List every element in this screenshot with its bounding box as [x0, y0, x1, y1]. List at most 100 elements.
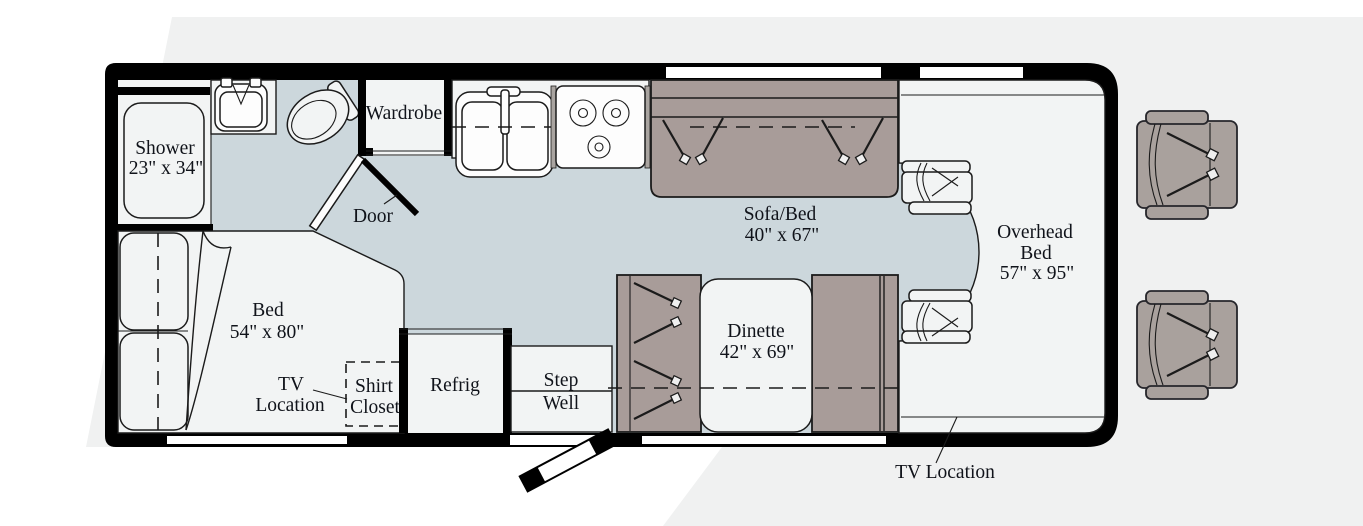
dinette-label: Dinette [727, 321, 784, 342]
shirt-closet [345, 361, 401, 427]
dinette-leg-2 [633, 321, 677, 344]
bathroom [105, 77, 360, 232]
swing-door-line [360, 157, 420, 217]
pillow-bottom [119, 332, 189, 431]
dinette-table [699, 278, 813, 433]
sofa-bed-dim: 40" x 67" [745, 225, 819, 246]
step-well-label-2: Well [543, 393, 580, 414]
shower-dim: 23" x 34" [129, 158, 203, 179]
passenger-seat-contour-2 [922, 302, 931, 342]
bed-dim: 54" x 80" [230, 322, 304, 343]
refrigerator [399, 328, 512, 433]
burner-2-center [610, 107, 622, 119]
sofa-body [650, 79, 899, 198]
patio-chair-2 [1135, 289, 1239, 401]
sofa-leg-3 [821, 119, 845, 159]
entry-door-end-cap [519, 467, 546, 492]
step-well-box [510, 345, 613, 433]
tv-location-leader-bedroom [312, 389, 348, 400]
passenger-seat-back [901, 330, 971, 344]
sofa-leg-1 [662, 119, 686, 159]
burner-1 [569, 99, 597, 127]
faucet-handle-left [220, 77, 233, 88]
passenger-seat-strut-2 [931, 307, 959, 328]
shower-front-wall [118, 87, 210, 95]
bottom-window-2 [642, 436, 886, 444]
patio-chair-1 [1135, 109, 1239, 221]
sink-bowl-left [461, 101, 504, 171]
dinette-dim: 42" x 69" [720, 342, 794, 363]
dinette-leg-cap-2 [669, 315, 683, 329]
driver-seat-arm [908, 201, 972, 215]
bedroom-tv-label-1: TV [278, 374, 304, 395]
sofa-leg-4 [860, 117, 884, 159]
sink-bowl-right [506, 101, 549, 171]
bottom-window-1 [167, 436, 347, 444]
bedroom-tv-label-2: Location [255, 395, 325, 416]
sofa-bed-label: Sofa/Bed [744, 204, 817, 225]
overhead-bed-label-1: Overhead [997, 222, 1073, 243]
refrig-label: Refrig [430, 375, 480, 396]
cab-area [898, 79, 1106, 464]
driver-seat-strut-2 [931, 176, 959, 197]
pillow-top [119, 232, 189, 331]
dinette-leg-4 [633, 397, 677, 420]
burner-1-center [577, 107, 589, 119]
dinette-leg-3 [633, 360, 677, 382]
toilet-bowl [286, 89, 350, 145]
driver-seat-contour-2 [922, 162, 931, 202]
passenger-seat-strut-1 [931, 317, 959, 337]
top-window-2 [920, 67, 1023, 78]
sofa-leg-cap-2 [694, 152, 708, 166]
blanket-fold-left [185, 230, 204, 431]
toilet [286, 80, 360, 145]
refrig-wall-right [503, 328, 512, 433]
overhead-bed-label-2: Bed [1020, 243, 1052, 264]
shower-pan [123, 102, 205, 219]
wardrobe-interior [366, 80, 444, 156]
entry-door-opening [510, 435, 611, 445]
shirt-closet-label-1: Shirt [355, 376, 394, 397]
range-cooktop [555, 85, 646, 169]
passenger-seat [901, 289, 973, 344]
burner-2 [602, 99, 630, 127]
bed-label: Bed [252, 300, 284, 321]
bedroom [117, 230, 405, 434]
sofa-leg-2 [700, 117, 724, 159]
shower-label: Shower [135, 138, 195, 159]
burner-3 [587, 135, 611, 159]
dinette-leg-cap-4 [669, 391, 683, 405]
shirt-closet-label-2: Closet [350, 397, 400, 418]
wardrobe-label: Wardrobe [366, 103, 442, 124]
faucet-handle-right [249, 77, 262, 88]
dinette-leg-1 [633, 282, 677, 304]
kitchen-faucet-stem [500, 89, 510, 135]
wardrobe-right-wall [444, 80, 452, 156]
front-tv-label: TV Location [895, 462, 995, 483]
blanket-fold-right [185, 246, 232, 431]
door-label: Door [353, 206, 394, 227]
blanket-fold-top [202, 230, 232, 249]
galley [451, 79, 651, 178]
passenger-seat-arm [908, 289, 972, 303]
tv-location-leader-cab [935, 416, 958, 464]
driver-seat-contour-1 [916, 162, 925, 202]
bathroom-door-leaf [308, 153, 366, 232]
driver-seat-body [901, 171, 973, 204]
overhead-bed-dim: 57" x 95" [1000, 263, 1074, 284]
wardrobe-left-wall [358, 80, 366, 156]
driver-seat [901, 160, 973, 215]
entry-door-hinge-cap [588, 429, 616, 455]
driver-seat-strut-1 [931, 167, 959, 187]
burner-3-center [594, 142, 604, 152]
step-well [510, 345, 613, 433]
sofa-leg-cap-4 [854, 152, 868, 166]
sofa-leg-cap-3 [837, 152, 851, 166]
lav-sink-bowl [219, 91, 263, 128]
wardrobe [358, 80, 452, 156]
dinette-leg-cap-3 [669, 374, 683, 388]
dinette [608, 274, 899, 433]
toilet-seat [291, 99, 337, 140]
